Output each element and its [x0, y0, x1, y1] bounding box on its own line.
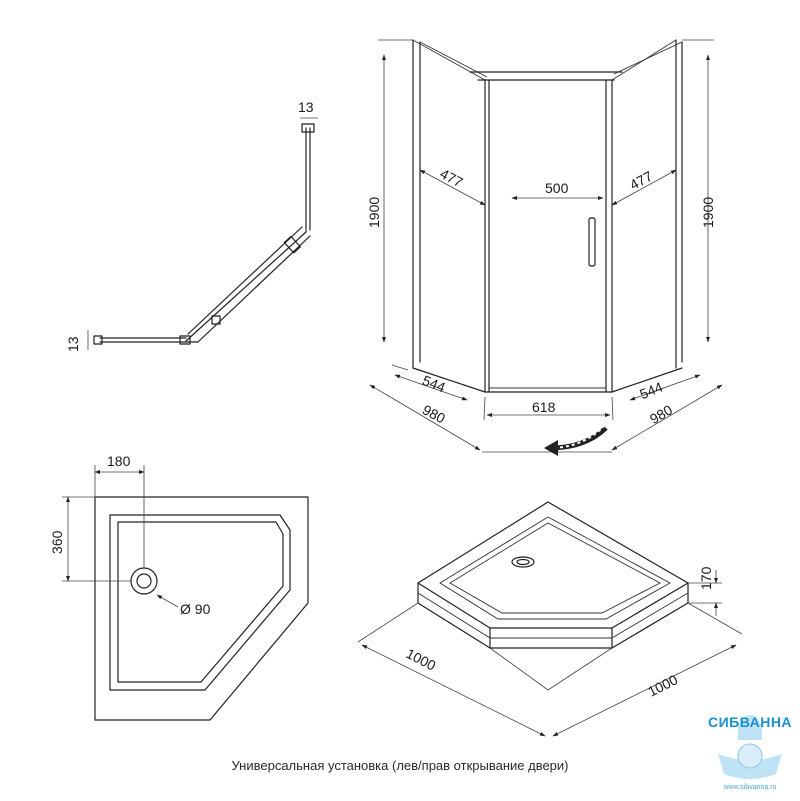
door-500: 500	[545, 180, 569, 196]
top-dim-13: 13	[298, 99, 314, 115]
door-swing-arrow-icon	[544, 425, 608, 456]
tray-3d-view: 170 1000 1000	[357, 501, 743, 737]
top-view-profile: 13 13	[65, 99, 318, 352]
panel-right-477: 477	[627, 168, 655, 193]
height-left-1900: 1900	[366, 197, 382, 228]
drain-offset-180: 180	[107, 453, 131, 469]
logo-name: СИБВАННА	[707, 714, 793, 730]
panel-left-477: 477	[437, 165, 465, 190]
shower-cabin-elevation: 1900 1900 477 500 477 544 618 544 980 98…	[366, 39, 723, 456]
tray-width-left-1000: 1000	[403, 645, 438, 673]
drain-diameter: Ø 90	[180, 601, 211, 617]
bottom-front-618: 618	[532, 399, 556, 415]
overall-right-980: 980	[647, 401, 675, 427]
overall-left-980: 980	[420, 401, 448, 426]
sibvanna-logo: СИБВАННА www.sibvanna.ru	[700, 696, 800, 796]
tray-plan-view: Ø 90 180 360	[49, 453, 309, 721]
tray-height-170: 170	[698, 566, 714, 590]
caption-installation-note: Универсальная установка (лев/прав открыв…	[231, 758, 569, 773]
left-dim-13: 13	[65, 336, 81, 352]
logo-url: www.sibvanna.ru	[723, 784, 777, 791]
drain-offset-360: 360	[49, 530, 65, 554]
bathtub-logo-icon	[718, 715, 782, 779]
height-right-1900: 1900	[700, 197, 716, 228]
